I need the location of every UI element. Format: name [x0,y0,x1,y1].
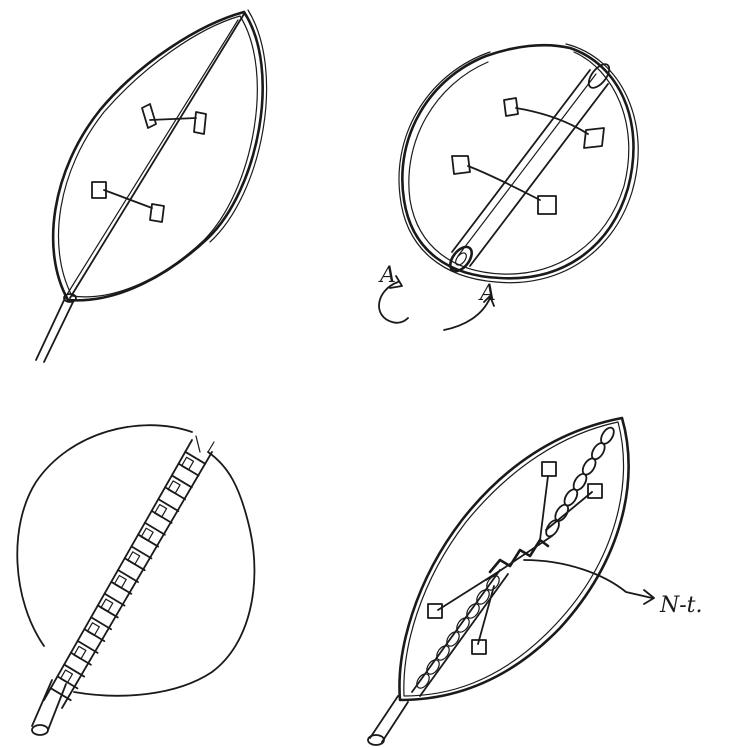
branch-pads-upper [540,462,602,540]
pad-pair-upper [504,98,604,148]
leaf-sketch-top-right: A A [378,44,638,330]
petiole [36,294,76,362]
ladder-midrib [32,440,212,735]
leaf-sketch-bottom-right: N-t. [368,418,703,745]
callout-label: N-t. [659,593,703,618]
pad-pair-lower [452,156,556,214]
leaf-outline [53,10,266,300]
label-a-right: A [478,281,496,306]
midrib [66,14,244,298]
ladder-rungs [51,452,206,700]
leaf-sketch-top-left [36,10,267,362]
leaf-outline [17,425,254,696]
leaf-sketch-bottom-left [17,425,254,735]
label-a-left: A [378,263,396,288]
petiole [368,696,408,745]
